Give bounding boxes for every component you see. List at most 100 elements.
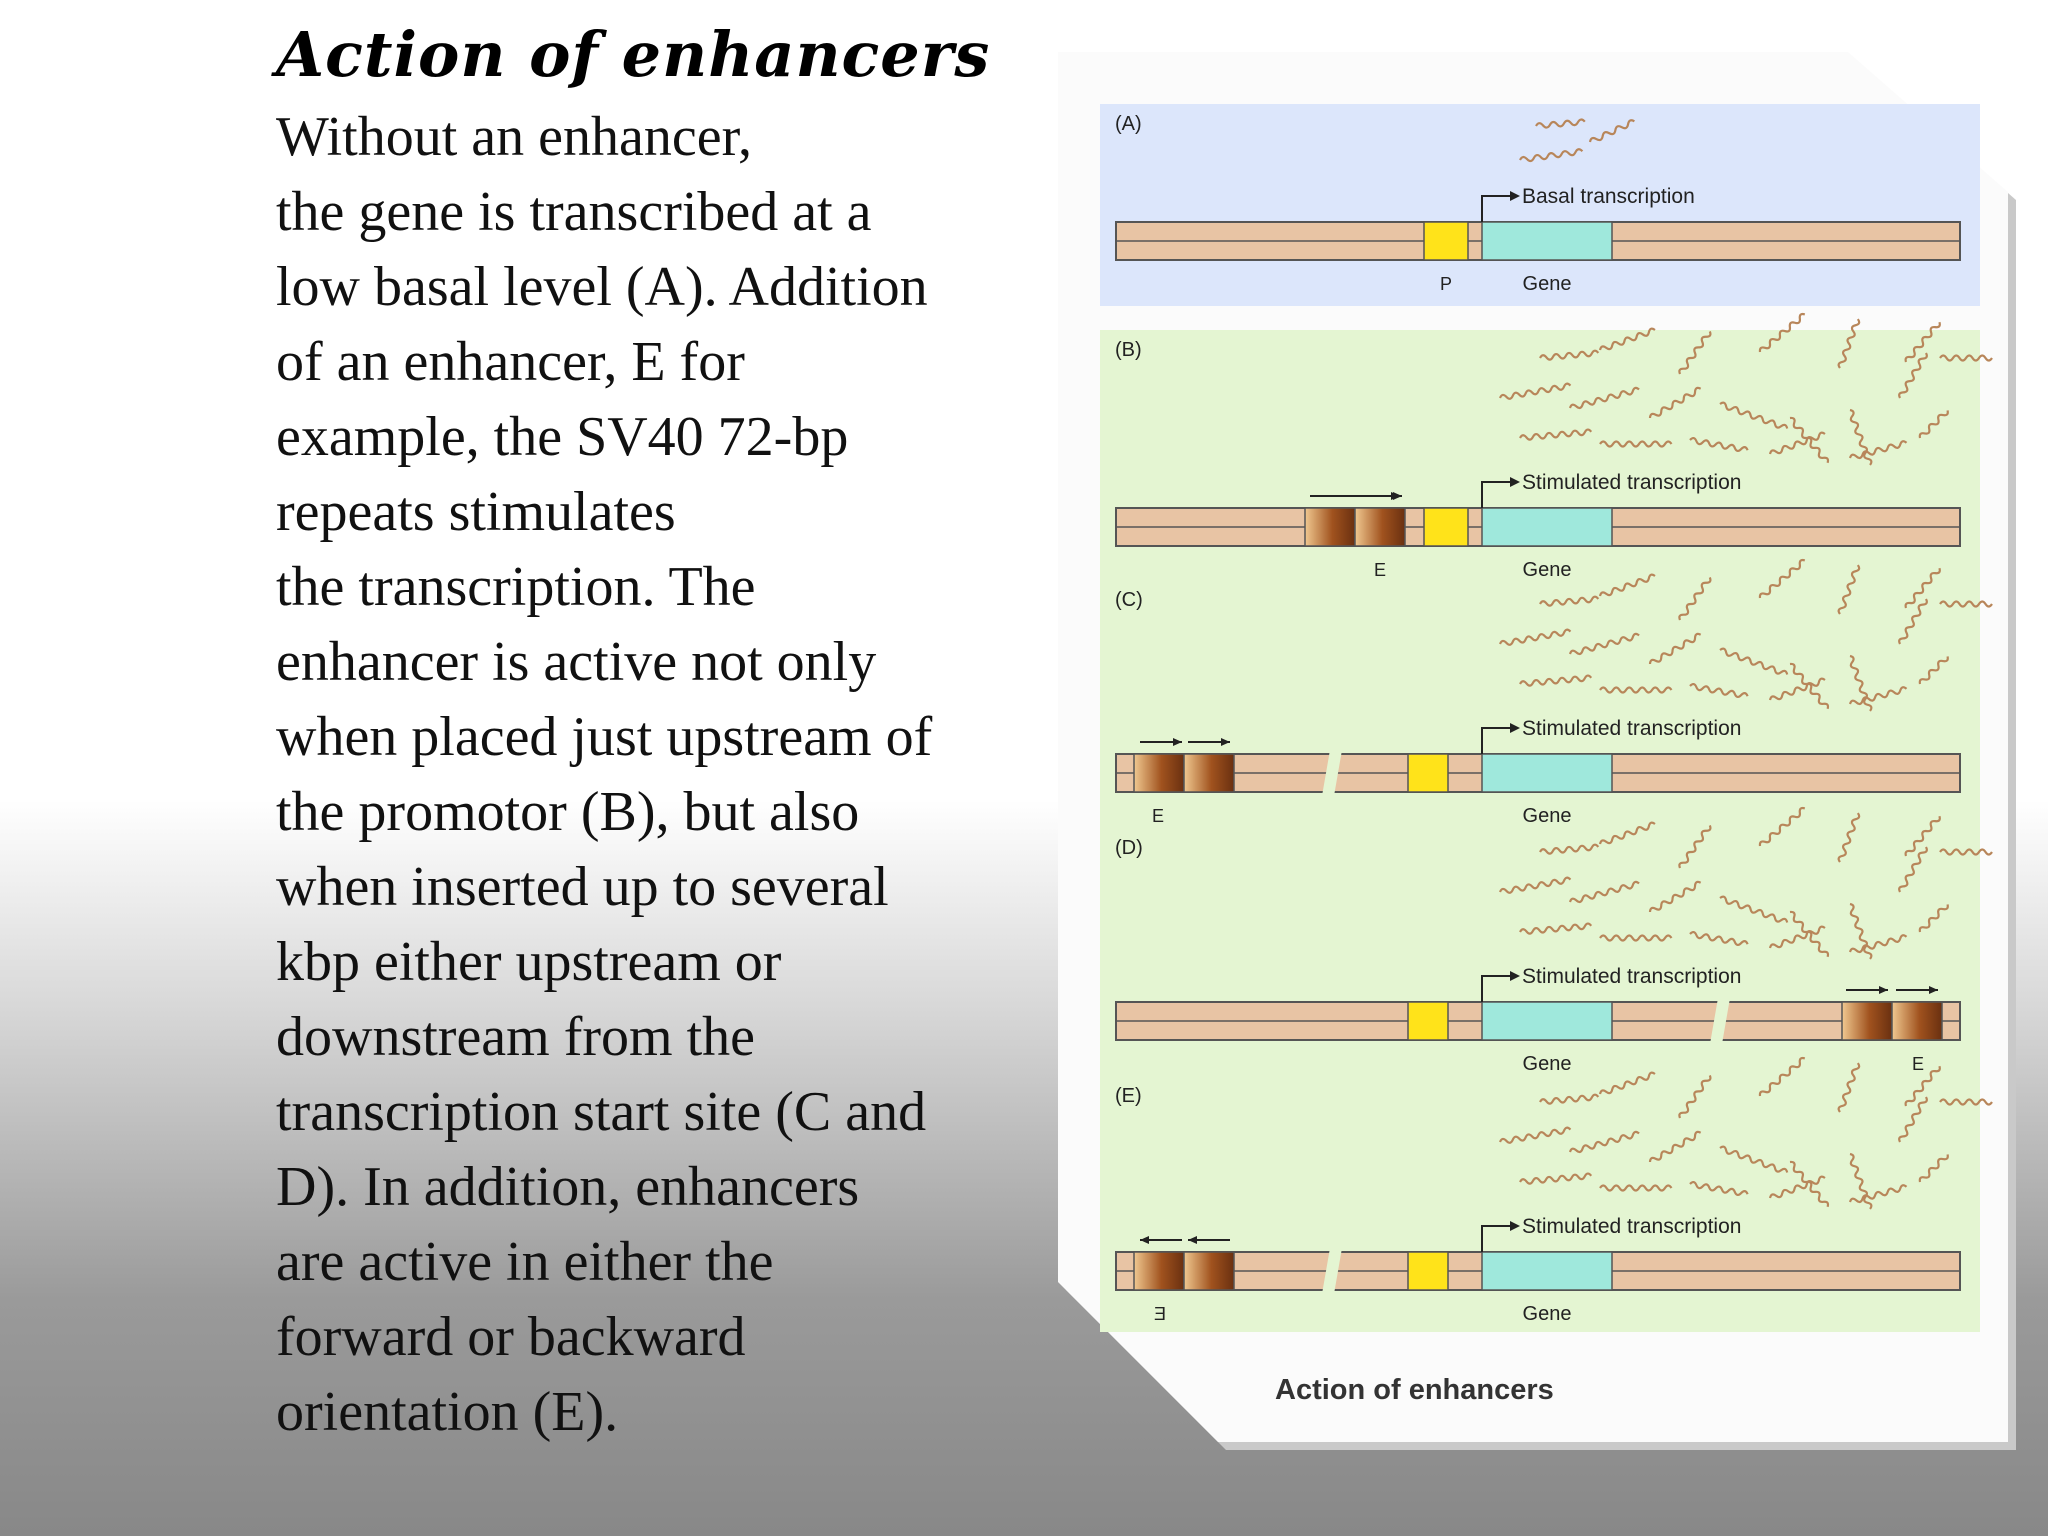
transcription-label: Basal transcription bbox=[1522, 185, 1695, 208]
rna-transcript bbox=[1939, 600, 1993, 608]
rna-transcript bbox=[1519, 428, 1593, 441]
gene-element bbox=[1481, 507, 1613, 547]
rna-transcript bbox=[1898, 352, 1928, 399]
slide-body-text: Without an enhancer, the gene is transcr… bbox=[276, 100, 1036, 1450]
rna-transcript bbox=[1498, 382, 1572, 400]
enhancer-element bbox=[1133, 1251, 1185, 1291]
transcription-arrowhead bbox=[1510, 971, 1520, 981]
rna-transcript bbox=[1939, 354, 1993, 362]
rna-transcript bbox=[1898, 1096, 1928, 1143]
rna-transcript bbox=[1758, 806, 1806, 847]
enhancer-element bbox=[1133, 753, 1185, 793]
rna-transcript bbox=[1648, 386, 1702, 419]
panel-label: (A) bbox=[1115, 113, 1142, 135]
body-line: are active in either the bbox=[276, 1231, 774, 1293]
rna-transcript bbox=[1837, 1062, 1861, 1113]
enhancer-label: E bbox=[1374, 560, 1386, 580]
body-line: when placed just upstream of bbox=[276, 706, 933, 768]
rna-transcript bbox=[1598, 327, 1656, 351]
rna-transcript bbox=[1648, 1130, 1702, 1163]
rna-transcript bbox=[1904, 1065, 1941, 1107]
orientation-arrowhead bbox=[1188, 1236, 1197, 1244]
rna-transcript bbox=[1539, 1093, 1600, 1105]
dna-break-mark bbox=[1710, 998, 1730, 1044]
rna-transcript bbox=[1719, 1145, 1789, 1173]
rna-transcript bbox=[1599, 686, 1673, 694]
rna-transcript bbox=[1918, 656, 1949, 685]
gene-element bbox=[1481, 753, 1613, 793]
rna-transcript bbox=[1837, 318, 1861, 369]
body-line: enhancer is active not only bbox=[276, 631, 877, 693]
rna-transcript bbox=[1519, 674, 1593, 687]
body-line: Without an enhancer, bbox=[276, 106, 752, 168]
panel-label: (B) bbox=[1115, 339, 1142, 361]
body-line: D). In addition, enhancers bbox=[276, 1156, 860, 1218]
rna-transcript bbox=[1939, 1098, 1993, 1106]
enhancer-element bbox=[1841, 1001, 1893, 1041]
rna-transcript bbox=[1599, 934, 1673, 942]
rna-transcript bbox=[1789, 910, 1830, 958]
orientation-arrowhead bbox=[1929, 986, 1938, 994]
rna-transcript bbox=[1719, 647, 1789, 675]
transcription-start-arrow bbox=[1481, 481, 1512, 508]
rna-transcript bbox=[1588, 119, 1635, 143]
rna-transcript bbox=[1918, 904, 1949, 933]
body-line: the gene is transcribed at a bbox=[276, 181, 872, 243]
orientation-arrowhead bbox=[1879, 986, 1888, 994]
transcription-label: Stimulated transcription bbox=[1522, 471, 1741, 494]
rna-transcript bbox=[1848, 440, 1908, 460]
promoter-element bbox=[1407, 1001, 1449, 1041]
body-line: the transcription. The bbox=[276, 556, 756, 618]
rna-transcript bbox=[1904, 321, 1941, 363]
rna-transcript bbox=[1904, 567, 1941, 609]
rna-transcript bbox=[1849, 408, 1873, 466]
rna-transcript bbox=[1837, 564, 1861, 615]
gene-element bbox=[1481, 221, 1613, 261]
body-line: kbp either upstream or bbox=[276, 931, 782, 993]
orientation-arrowhead bbox=[1140, 1236, 1149, 1244]
rna-transcript bbox=[1758, 1056, 1806, 1097]
rna-transcript bbox=[1689, 1181, 1749, 1197]
rna-transcript bbox=[1939, 848, 1993, 856]
rna-transcript bbox=[1498, 876, 1572, 894]
figure-caption: Action of enhancers bbox=[1275, 1374, 1554, 1406]
rna-transcript bbox=[1789, 1160, 1830, 1208]
transcription-arrowhead bbox=[1510, 723, 1520, 733]
rna-transcript bbox=[1568, 386, 1640, 410]
transcription-arrowhead bbox=[1510, 191, 1520, 201]
panel-a-background bbox=[1100, 104, 1980, 306]
rna-transcript bbox=[1519, 148, 1584, 163]
rna-transcript bbox=[1849, 654, 1873, 712]
enhancer-element bbox=[1304, 507, 1356, 547]
rna-transcript bbox=[1678, 330, 1712, 375]
rna-transcript bbox=[1678, 824, 1712, 869]
transcription-start-arrow bbox=[1481, 195, 1512, 222]
rna-transcript bbox=[1539, 843, 1600, 855]
enhancer-element bbox=[1183, 1251, 1235, 1291]
rna-transcript bbox=[1848, 686, 1908, 706]
panel-label: (E) bbox=[1115, 1085, 1142, 1107]
transcription-label: Stimulated transcription bbox=[1522, 1215, 1741, 1238]
rna-transcript bbox=[1719, 895, 1789, 923]
transcription-start-arrow bbox=[1481, 975, 1512, 1002]
gene-label: Gene bbox=[1523, 1053, 1572, 1075]
rna-transcript bbox=[1789, 662, 1830, 710]
orientation-arrowhead bbox=[1221, 738, 1230, 746]
slide-title: Action of enhancers bbox=[276, 18, 991, 91]
rna-transcript bbox=[1768, 1175, 1826, 1199]
rna-transcript bbox=[1678, 576, 1712, 621]
rna-transcript bbox=[1539, 349, 1600, 361]
body-line: low basal level (A). Addition bbox=[276, 256, 928, 318]
rna-transcript bbox=[1599, 440, 1673, 448]
gene-label: Gene bbox=[1523, 1303, 1572, 1325]
body-line: orientation (E). bbox=[276, 1381, 619, 1443]
body-line: repeats stimulates bbox=[276, 481, 676, 543]
body-line: of an enhancer, E for bbox=[276, 331, 745, 393]
rna-transcript bbox=[1849, 902, 1873, 960]
rna-transcript bbox=[1689, 931, 1749, 947]
rna-transcript bbox=[1768, 677, 1826, 701]
panel-label: (D) bbox=[1115, 837, 1143, 859]
rna-transcript bbox=[1848, 1184, 1908, 1204]
orientation-arrowhead bbox=[1393, 492, 1402, 500]
